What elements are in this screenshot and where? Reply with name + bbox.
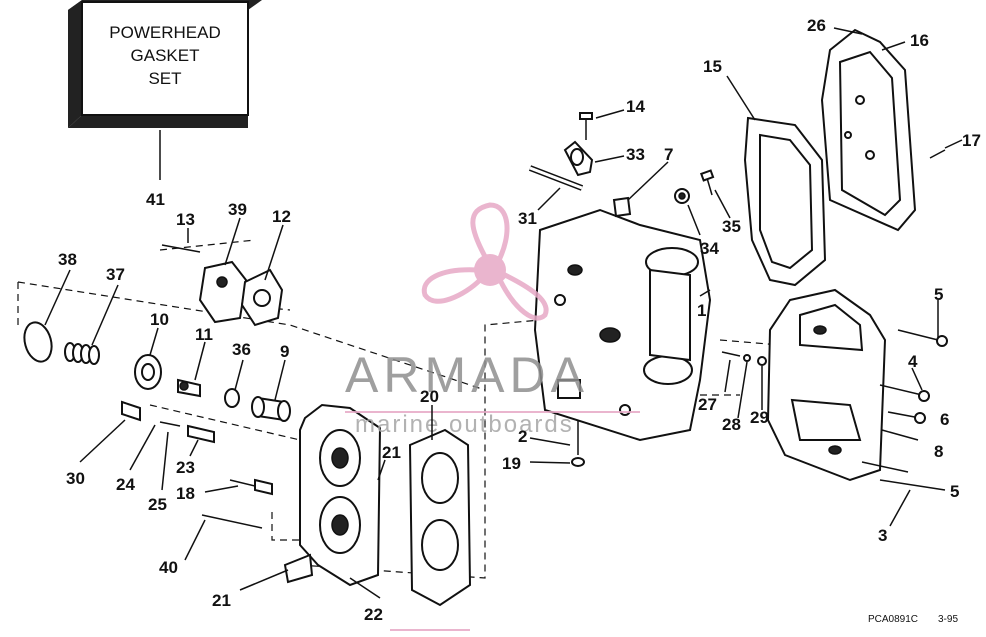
cover-plate-16 xyxy=(820,27,946,232)
callout-15: 15 xyxy=(703,57,722,76)
callout-21-upper: 21 xyxy=(382,443,401,462)
callout-18: 18 xyxy=(176,484,195,503)
thermostat-housing xyxy=(161,244,284,327)
callout-21-lower: 21 xyxy=(212,591,231,610)
thermostat-parts xyxy=(23,321,291,529)
callout-7: 7 xyxy=(664,145,673,164)
callout-23: 23 xyxy=(176,458,195,477)
armada-watermark: ARMADA marine outboards xyxy=(345,202,640,631)
callout-6: 6 xyxy=(940,410,949,429)
gasket-set-line2: GASKET xyxy=(131,46,200,65)
callout-35: 35 xyxy=(722,217,741,236)
bolt-7 xyxy=(612,196,632,218)
callout-33: 33 xyxy=(626,145,645,164)
crankcase-cover xyxy=(766,288,948,491)
fitting-23 xyxy=(187,424,215,444)
spring-37 xyxy=(64,342,100,365)
callout-8: 8 xyxy=(934,442,943,461)
callout-41: 41 xyxy=(146,190,165,209)
callout-5-lower: 5 xyxy=(950,482,959,501)
grommet-36 xyxy=(224,388,240,408)
callout-30: 30 xyxy=(66,469,85,488)
callout-5-upper: 5 xyxy=(934,285,943,304)
cylinder-head-22 xyxy=(283,403,382,587)
top-small-parts xyxy=(528,112,715,218)
watermark-brand: ARMADA xyxy=(345,347,589,403)
callout-9: 9 xyxy=(280,342,289,361)
callout-1: 1 xyxy=(697,301,706,320)
callout-13: 13 xyxy=(176,210,195,229)
callout-17: 17 xyxy=(962,131,981,150)
gasket-set-line1: POWERHEAD xyxy=(109,23,220,42)
callout-2: 2 xyxy=(518,427,527,446)
callout-3: 3 xyxy=(878,526,887,545)
callout-10: 10 xyxy=(150,310,169,329)
callout-24: 24 xyxy=(116,475,135,494)
sensor-18 xyxy=(254,478,273,496)
callout-22: 22 xyxy=(364,605,383,624)
callout-40: 40 xyxy=(159,558,178,577)
propeller-logo xyxy=(421,202,549,321)
watermark-tagline: marine outboards xyxy=(355,411,574,438)
callout-36: 36 xyxy=(232,340,251,359)
callout-29: 29 xyxy=(750,408,769,427)
callout-26: 26 xyxy=(807,16,826,35)
crankcase-block-1 xyxy=(533,208,712,442)
cover-gasket-15 xyxy=(743,116,827,287)
leader-lines xyxy=(44,41,963,599)
callout-14: 14 xyxy=(626,97,645,116)
callout-20: 20 xyxy=(420,387,439,406)
callout-39: 39 xyxy=(228,200,247,219)
drawing-date: 3-95 xyxy=(938,614,958,625)
callout-27: 27 xyxy=(698,395,717,414)
callout-31: 31 xyxy=(518,209,537,228)
o-ring-38 xyxy=(23,321,53,363)
fitting-30 xyxy=(121,400,141,422)
drawing-code: PCA0891C xyxy=(868,614,918,625)
callout-4: 4 xyxy=(908,352,918,371)
callout-38: 38 xyxy=(58,250,77,269)
callout-12: 12 xyxy=(272,207,291,226)
callout-16: 16 xyxy=(910,31,929,50)
head-gasket-20 xyxy=(408,428,472,607)
gasket-set-box: POWERHEAD GASKET SET xyxy=(68,0,262,180)
misc-fasteners xyxy=(571,351,767,467)
gasket-set-line3: SET xyxy=(148,69,181,88)
callout-19: 19 xyxy=(502,454,521,473)
callout-34: 34 xyxy=(700,239,719,258)
callout-28: 28 xyxy=(722,415,741,434)
callout-25: 25 xyxy=(148,495,167,514)
housing-39 xyxy=(198,260,248,324)
callout-numbers: 41 13 39 12 38 37 10 11 36 9 30 24 25 23… xyxy=(58,16,981,624)
callout-11: 11 xyxy=(195,325,213,344)
callout-37: 37 xyxy=(106,265,125,284)
